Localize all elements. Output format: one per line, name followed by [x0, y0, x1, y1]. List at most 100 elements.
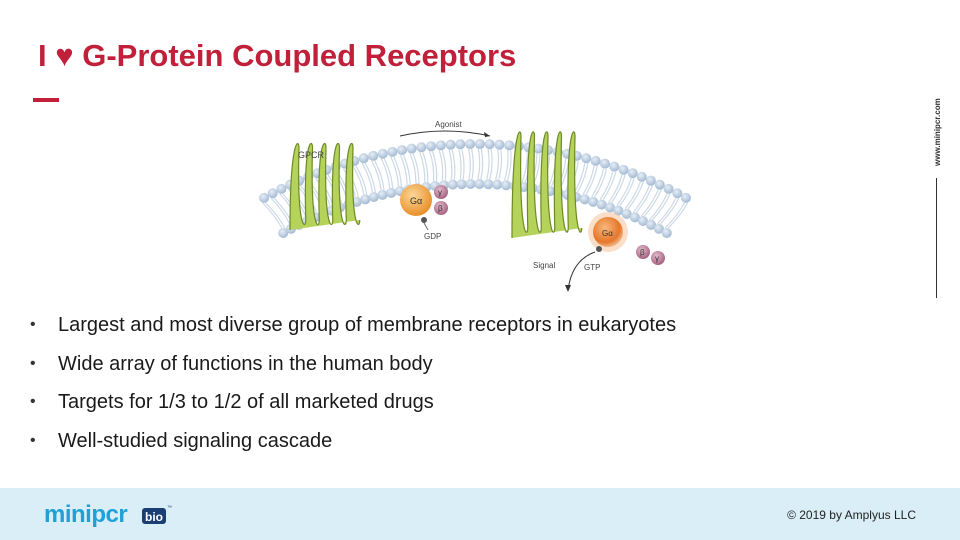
lipid-tail — [458, 149, 462, 180]
lipid-head — [351, 196, 362, 207]
svg-text:γ: γ — [438, 188, 442, 197]
svg-text:www.minipcr.com: www.minipcr.com — [933, 98, 942, 167]
lipid-tail — [432, 151, 438, 182]
gpcr-label: GPCR — [298, 150, 325, 160]
lipid-head — [377, 189, 388, 200]
gpcr-diagram: Agonist GPCR Gα γ β GDP Gα β γ Si — [259, 120, 691, 292]
lipid-tail — [361, 162, 373, 193]
lipid-head — [588, 196, 599, 207]
lipid-tail — [577, 163, 589, 193]
lipid-head — [387, 146, 398, 157]
lipid-tail — [594, 168, 608, 198]
lipid-tail — [486, 149, 490, 180]
lipid-tail — [574, 163, 586, 193]
lipid-tail — [262, 202, 283, 229]
gpcr-receptor-2 — [511, 131, 583, 239]
lipid-tail — [627, 181, 644, 210]
list-item: •Targets for 1/3 to 1/2 of all marketed … — [30, 391, 434, 414]
lipid-tail — [402, 154, 411, 185]
lipid-head — [447, 179, 458, 190]
lipid-head — [278, 227, 289, 238]
gtp-molecule — [596, 246, 602, 252]
lipid-head — [368, 191, 379, 202]
lipid-tail — [409, 153, 417, 184]
lipid-head — [627, 168, 638, 179]
lipid-tail — [419, 152, 426, 183]
lipid-head — [465, 139, 476, 150]
lipid-tail — [371, 160, 382, 190]
lipid-tail — [507, 150, 512, 181]
lipid-tail — [664, 202, 685, 229]
lipid-tail — [364, 162, 376, 193]
lipid-head — [435, 140, 446, 151]
lipid-head — [680, 192, 691, 203]
lipid-head — [663, 183, 674, 194]
lipid-head — [533, 143, 544, 154]
lipid-head — [276, 183, 287, 194]
lipid-head — [590, 155, 601, 166]
gdp-molecule — [421, 217, 427, 223]
lipid-tail — [659, 198, 680, 225]
lipid-head — [672, 188, 683, 199]
lipid-tail — [438, 150, 444, 181]
lipid-tail — [380, 158, 391, 188]
lipid-tail — [619, 178, 635, 206]
lipid-head — [605, 202, 616, 213]
lipid-tail — [489, 149, 493, 180]
website-vertical-text: www.minipcr.com — [933, 98, 942, 167]
lipid-head — [358, 153, 369, 164]
lipid-head — [600, 158, 611, 169]
lipid-head — [609, 161, 620, 172]
lipid-tail — [383, 158, 394, 188]
bullet-list: •Largest and most diverse group of membr… — [30, 306, 676, 460]
title-underline — [33, 98, 59, 102]
g-alpha-active-subunit — [593, 217, 623, 247]
lipid-head — [368, 150, 379, 161]
lipid-tail — [602, 171, 617, 200]
lipid-head — [483, 179, 494, 190]
logo-wordmark: minipcr — [44, 501, 127, 528]
lipid-head — [456, 179, 467, 190]
lipid-tail — [468, 148, 471, 180]
svg-text:Gα: Gα — [602, 229, 613, 238]
gamma-subunit — [434, 185, 448, 199]
lipid-tail — [448, 149, 453, 180]
lipid-head — [492, 179, 503, 190]
lipid-head — [621, 208, 632, 219]
lipid-head — [267, 188, 278, 199]
lipid-tail — [495, 149, 500, 180]
lipid-tail — [441, 150, 447, 181]
lipid-head — [494, 139, 505, 150]
lipid-tail — [624, 181, 641, 210]
lipid-tail — [591, 168, 605, 198]
lipid-tail — [582, 165, 595, 195]
agonist-arrow — [399, 130, 491, 137]
lipid-tail — [355, 165, 368, 195]
list-item: •Well-studied signaling cascade — [30, 429, 333, 452]
svg-text:γ: γ — [655, 254, 659, 263]
lipid-tail — [649, 193, 668, 221]
logo-tm: ™ — [167, 505, 172, 511]
lipid-head — [613, 205, 624, 216]
lipid-head — [397, 145, 408, 156]
lipid-tail — [480, 148, 484, 180]
lipid-tail — [652, 193, 671, 221]
g-alpha-label: Gα — [410, 196, 422, 206]
lipid-tail — [399, 154, 408, 185]
lipid-tail — [374, 160, 385, 190]
signal-label: Signal — [533, 261, 555, 270]
lipid-head — [474, 139, 485, 150]
lipid-head — [406, 143, 417, 154]
logo-badge: bio — [145, 510, 163, 524]
beta-subunit — [434, 201, 448, 215]
lipid-tail — [585, 165, 598, 195]
lipid-head — [501, 180, 512, 191]
svg-text:β: β — [640, 248, 645, 257]
lipid-head — [416, 142, 427, 153]
agonist-label: Agonist — [435, 120, 462, 129]
lipid-tail — [599, 171, 614, 200]
lipid-head — [504, 140, 515, 151]
svg-text:β: β — [438, 204, 443, 213]
lipid-head — [484, 139, 495, 150]
